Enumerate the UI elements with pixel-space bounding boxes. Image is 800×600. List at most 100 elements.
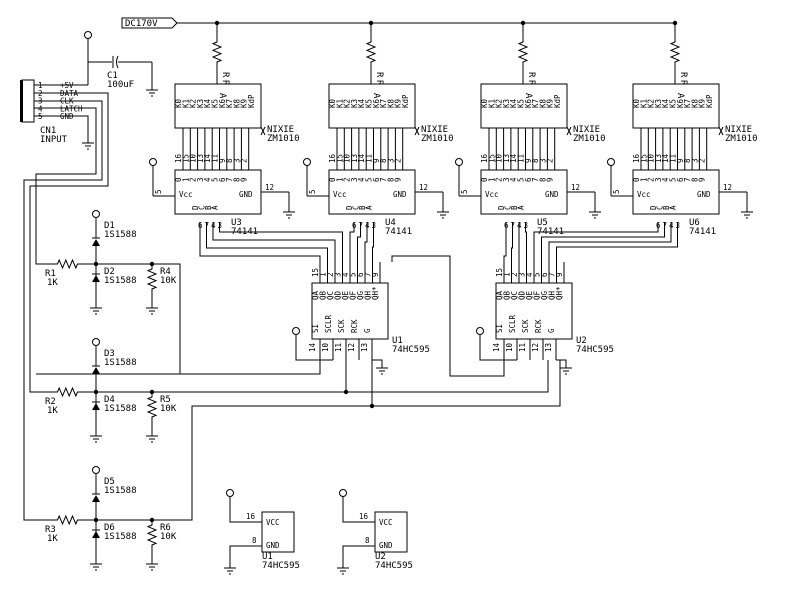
- driver-output-name: 1: [181, 177, 190, 182]
- driver-input-name: A: [669, 205, 678, 210]
- shift-out-name: QH: [548, 290, 557, 300]
- pulldown-ref: R5: [160, 395, 171, 405]
- driver-input-name: D: [497, 205, 506, 210]
- driver-gnd-label: GND: [393, 190, 407, 199]
- nixie-pin-label: K4: [661, 98, 670, 108]
- diode-ref: D5: [104, 477, 115, 487]
- diode: [92, 529, 100, 538]
- driver-output-name: 5: [211, 177, 220, 182]
- shift-in-name: SI: [495, 324, 504, 333]
- driver-output-name: 9: [240, 177, 249, 182]
- driver-body: [328, 169, 416, 215]
- shift-out-pin: 3: [334, 272, 343, 277]
- driver-vcc-label: Vcc: [485, 190, 499, 199]
- diode-part: 1S1588: [104, 358, 137, 368]
- nixie-pin-label: KdP: [401, 94, 410, 108]
- driver-output-name: 4: [661, 177, 670, 182]
- driver-pin-number: 3: [386, 158, 395, 163]
- driver-input-name: D: [191, 205, 200, 210]
- vcc-symbol: [607, 158, 615, 166]
- driver-pin-number: 11: [517, 154, 526, 163]
- nixie-model: ZM1010: [725, 134, 758, 144]
- vcc-symbol: [226, 489, 234, 497]
- shift-out-pin: 7: [364, 272, 373, 277]
- pulldown-value: 10K: [160, 532, 177, 542]
- nixie-pin-label: K6: [218, 98, 227, 108]
- resistor-label: R: [526, 80, 536, 86]
- series-resistor: [53, 514, 82, 526]
- driver-vcc-pin: 5: [460, 189, 469, 194]
- shift-in-name: SCLR: [324, 314, 333, 333]
- driver-output-name: 8: [386, 177, 395, 182]
- shift-register-U1: 15QA1QB2QC3QD4QE5QF6QG7QH9QH*SI14SCLR10S…: [292, 262, 430, 375]
- nixie-part: NIXIE: [573, 125, 600, 135]
- junction-dot: [672, 20, 678, 26]
- driver-output-name: 9: [394, 177, 403, 182]
- input-wiring: [23, 84, 109, 521]
- diode: [92, 365, 100, 374]
- driver-output-name: 3: [350, 177, 359, 182]
- nixie-pin-label: K8: [386, 98, 395, 108]
- shift-in-pin: 10: [505, 342, 514, 352]
- vcc-pin: 16: [246, 512, 256, 521]
- driver-output-name: 2: [495, 177, 504, 182]
- shift-out-name: QC: [510, 291, 519, 300]
- driver-gnd-pin: 12: [723, 183, 732, 192]
- driver-pin-number: 15: [335, 154, 344, 163]
- shift-out-pin: 1: [503, 272, 512, 277]
- diode: [92, 273, 100, 282]
- driver-output-name: 3: [654, 177, 663, 182]
- shift-out-pin: 5: [349, 272, 358, 277]
- power-part: 74HC595: [375, 561, 413, 571]
- series-resistor: [53, 386, 82, 398]
- resistor-label: R: [374, 72, 384, 78]
- nixie-body: [480, 83, 568, 129]
- driver-pin-number: 10: [343, 153, 352, 163]
- nixie-pin-label: K1: [639, 99, 648, 108]
- driver-pin-number: 15: [181, 154, 190, 163]
- driver-part: 74141: [385, 227, 412, 237]
- driver-output-name: 7: [531, 177, 540, 182]
- latch-route: [152, 405, 372, 521]
- shift-out-name: QA: [495, 290, 504, 300]
- nixie-pin-label: K6: [524, 98, 533, 108]
- driver-pin-number: 8: [379, 158, 388, 163]
- driver-output-name: 7: [225, 177, 234, 182]
- shift-out-pin: 15: [495, 268, 504, 277]
- driver-vcc-pin: 5: [308, 189, 317, 194]
- shift-in-name: SCK: [337, 319, 346, 333]
- driver-ref: U6: [689, 218, 700, 228]
- driver-input-name: C: [656, 205, 665, 210]
- nixie-pin-label: KdP: [705, 94, 714, 108]
- driver-gnd-pin: 12: [265, 183, 274, 192]
- nixie-model: ZM1010: [421, 134, 454, 144]
- resistor-label: R: [678, 72, 688, 78]
- shift-out-pin: 9: [555, 272, 564, 277]
- nixie-part: NIXIE: [267, 125, 294, 135]
- driver-output-name: 7: [379, 177, 388, 182]
- supply-label: DC170V: [125, 19, 158, 29]
- driver-output-name: 0: [632, 177, 641, 182]
- connector-pin-number: 4: [38, 104, 43, 113]
- driver-output-name: 8: [690, 177, 699, 182]
- vcc-pin: 16: [359, 512, 369, 521]
- driver-pin-number: 2: [698, 158, 707, 163]
- data-bus-wire: [525, 222, 527, 262]
- driver-vcc-pin: 5: [154, 189, 163, 194]
- data-bus-wire: [206, 222, 328, 262]
- driver-output-name: 6: [676, 177, 685, 182]
- shift-in-pin: 14: [308, 342, 317, 352]
- driver-pin-number: 14: [203, 153, 212, 163]
- driver-vcc-label: Vcc: [333, 190, 347, 199]
- driver-output-name: 1: [335, 177, 344, 182]
- shift-ref: U2: [576, 336, 587, 346]
- power-ref: U2: [375, 552, 386, 562]
- shift-register-U2: 15QA1QB2QC3QD4QE5QF6QG7QH9QH*SI14SCLR10S…: [476, 262, 614, 375]
- vcc-symbol: [476, 327, 484, 335]
- resistor-label: R: [678, 80, 688, 86]
- driver-pin-number: 10: [495, 153, 504, 163]
- nixie-pin-label: K2: [647, 99, 656, 108]
- shift-out-name: QH: [364, 290, 373, 300]
- nixie-pin-label: K7: [531, 99, 540, 108]
